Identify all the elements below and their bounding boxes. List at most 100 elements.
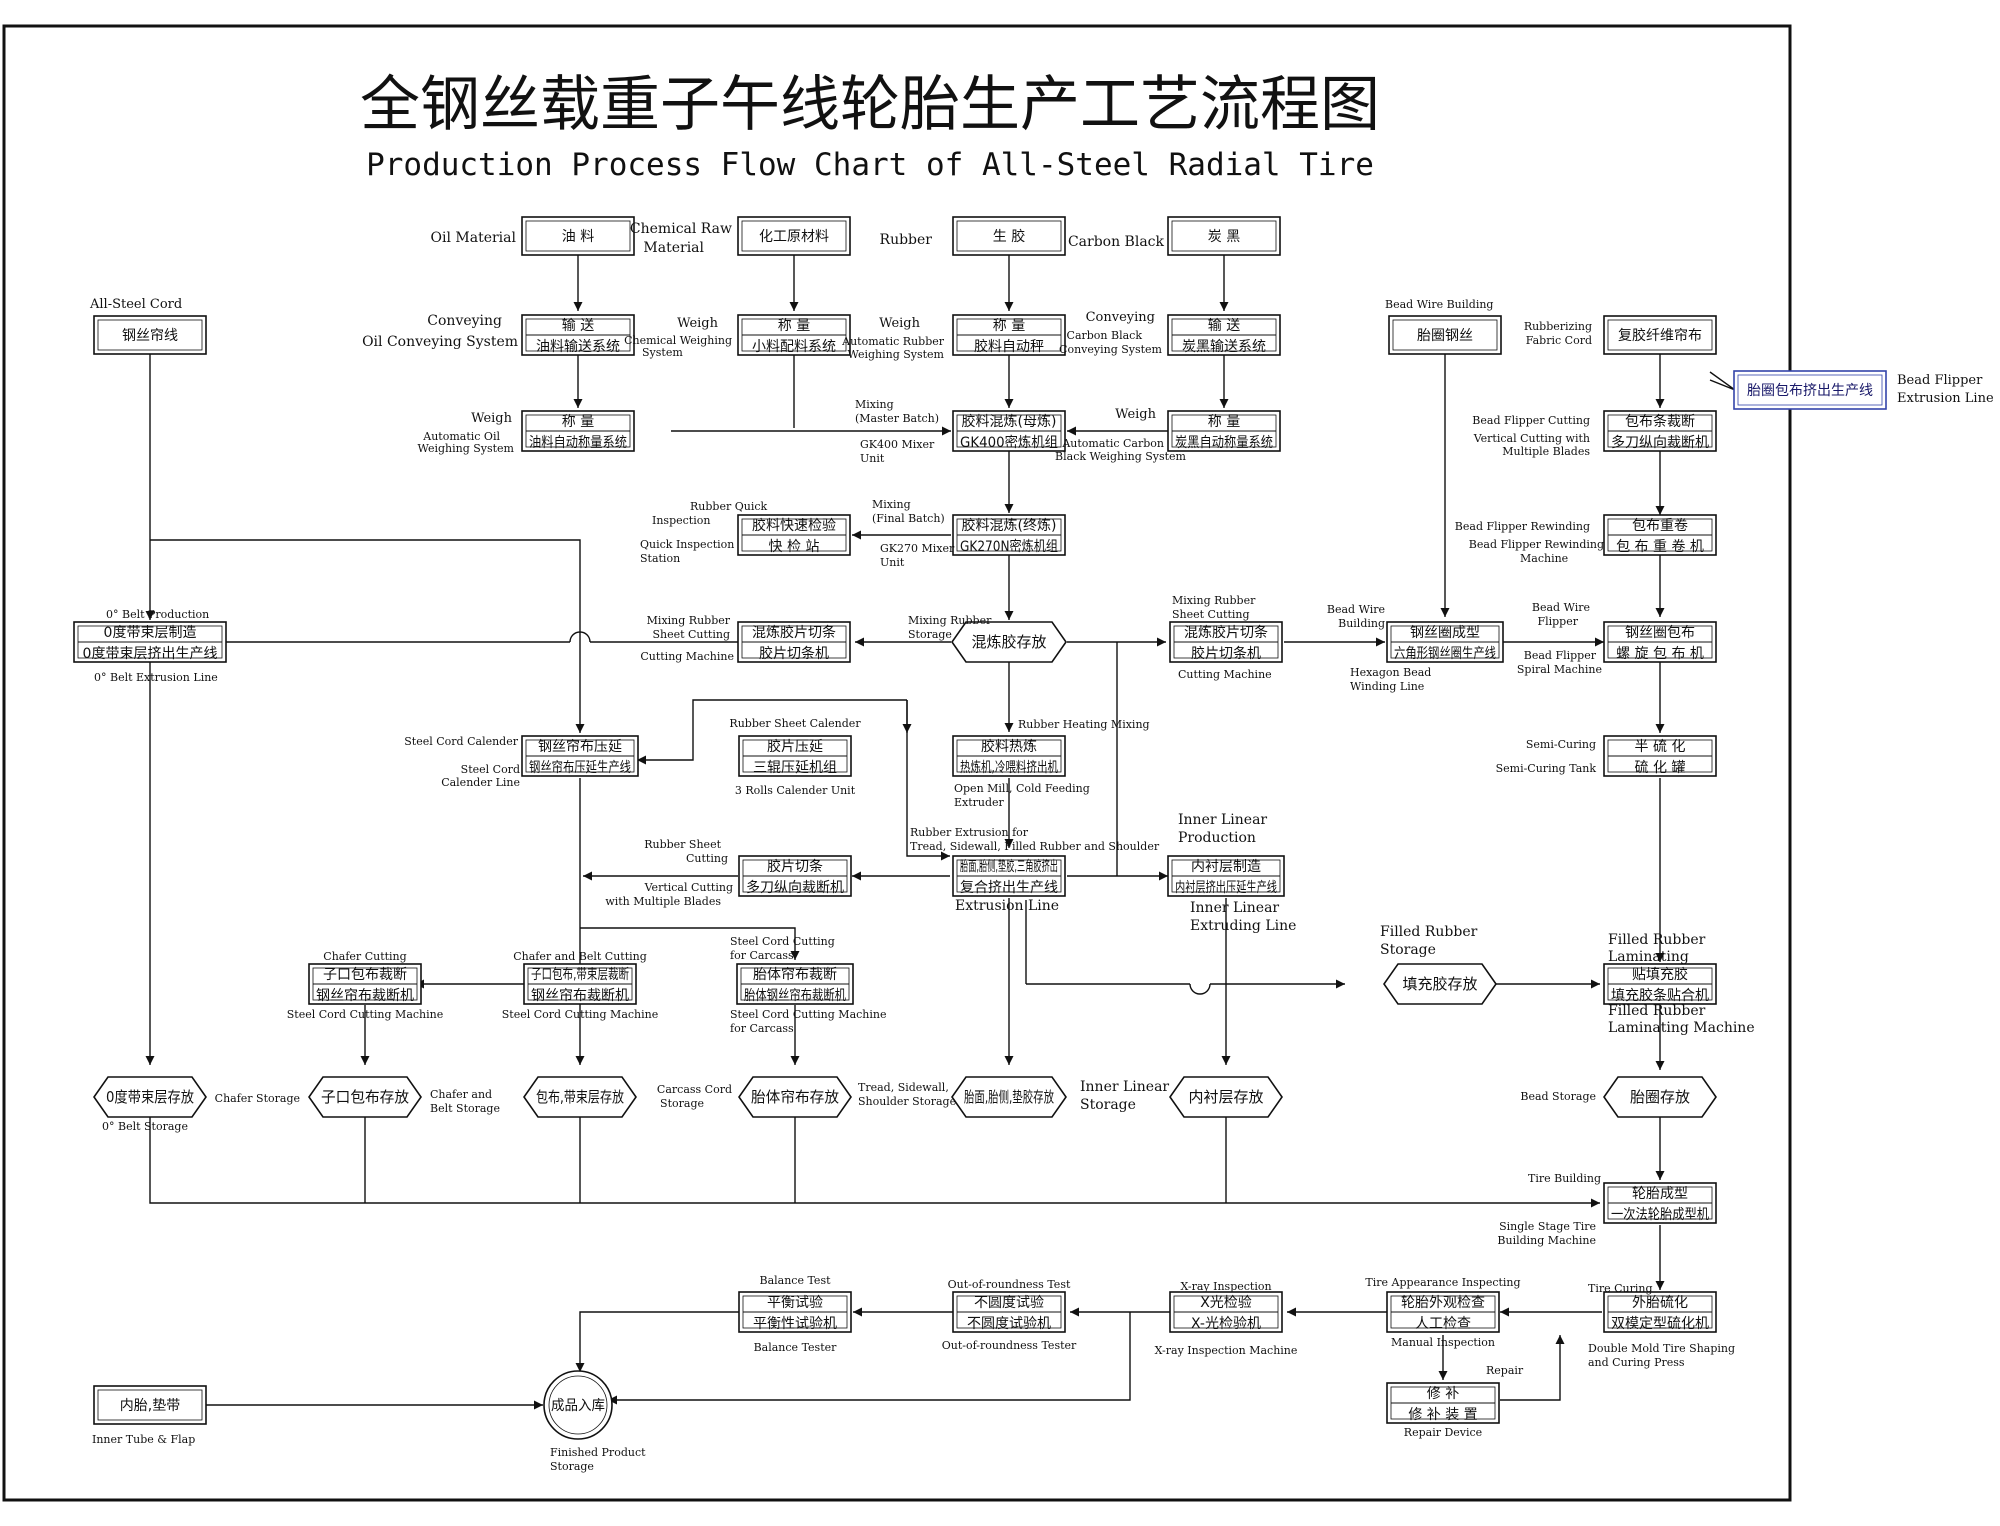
storage-st-belt0: 0度带束层存放 [93,1076,207,1118]
label-quick-insp-label1: Rubber Quick [690,500,767,513]
label-xray-label2: X-ray Inspection Machine [1155,1344,1298,1357]
label-quick-insp-label2: Inspection [652,514,710,527]
node-inner-box [1607,319,1713,351]
node-title: 胎体帘布裁断 [753,967,837,983]
label-heat-mix-label3: Extruder [954,796,1005,809]
label-filled-lam-label3: Filled Rubber [1608,1003,1706,1019]
label-master-mix-label3: GK400 Mixer [860,438,935,451]
label-st-belt0-label: 0° Belt Storage [102,1120,188,1133]
node-equipment: 炭黑输送系统 [1182,339,1266,355]
label-st-belt-label1: Chafer and [430,1088,492,1101]
node-final-mix: 胶料混炼(终炼)GK270N密炼机组 [952,514,1066,556]
node-title: 包布重卷 [1632,518,1688,534]
label-st-chafer-label: Chafer Storage [215,1092,300,1105]
label-curing-label2: Double Mold Tire Shaping [1588,1342,1735,1355]
node-equipment: 包 布 重 卷 机 [1616,539,1704,555]
node-repair: 修 补修 补 装 置 [1386,1382,1500,1424]
storage-mix-storage: 混炼胶存放 [951,621,1067,663]
node-flipper-ext: 胎圈包布挤出生产线 [1733,370,1887,410]
node-title: 钢丝圈包布 [1625,625,1695,641]
node-inner-box [956,220,1062,252]
label-mix-storage-label2: Storage [908,628,952,641]
storage-title: 0度带束层存放 [106,1088,194,1106]
label-flipper-rewind-label2: Bead Flipper Rewinding [1469,538,1604,551]
label-st-tread-label2: Shoulder Storage [858,1095,956,1108]
flow-connectors [145,250,1736,1410]
label-sheet-cut-l-label1: Mixing Rubber [647,614,731,627]
label-st-liner-label2: Storage [1080,1097,1136,1113]
node-title: 胶料混炼(母炼) [962,413,1057,430]
label-cb-weigh-label1: Weigh [1115,407,1156,422]
node-title: 称 量 [562,414,594,430]
storage-st-tread: 胎面,胎侧,垫胶存放 [951,1076,1067,1118]
storage-st-belt: 包布,带束层存放 [523,1076,637,1118]
node-title: 成品入库 [551,1398,605,1414]
label-finished-label1: Finished Product [550,1446,646,1459]
node-equipment: 一次法轮胎成型机 [1611,1207,1709,1223]
node-title: 轮胎成型 [1632,1186,1688,1202]
node-inner-box [1171,220,1277,252]
label-oil-weigh-label1: Weigh [471,411,512,426]
storage-shape [738,1076,852,1118]
label-st-bead-label: Bead Storage [1520,1090,1596,1103]
node-title: 炭 黑 [1208,229,1240,245]
label-xray-label1: X-ray Inspection [1180,1280,1271,1293]
storage-title: 子口包布存放 [321,1088,409,1106]
label-sheet-cut2-label3: Vertical Cutting [644,881,733,894]
node-equipment: 炭黑自动称量系统 [1175,435,1273,451]
node-carbon: 炭 黑 [1167,216,1281,256]
label-flipper-rewind-label3: Machine [1520,552,1568,565]
label-steel-cord-label: All-Steel Cord [89,297,182,312]
node-equipment: 小料配料系统 [752,339,836,355]
label-oil-conv-label2: Oil Conveying System [362,334,518,350]
label-filled-lam-label1: Filled Rubber [1608,932,1706,948]
storage-st-liner: 内衬层存放 [1169,1076,1283,1118]
storage-shape [1603,1076,1717,1118]
node-equipment: 胎体钢丝帘布裁断机 [744,988,846,1004]
node-title: 钢丝帘线 [122,328,178,344]
label-sheet-cut-l-label3: Cutting Machine [640,650,734,663]
label-master-mix-label4: Unit [860,452,885,465]
storage-shape [951,621,1067,663]
node-inner-box [97,1389,203,1421]
label-cb-weigh-label3: Black Weighing System [1055,450,1187,463]
label-bead-flipper-label4: Spiral Machine [1517,663,1602,676]
label-st-carcass-label2: Storage [660,1097,704,1110]
node-bead-wire: 胎圈钢丝 [1388,315,1502,355]
node-equipment: 硫 化 罐 [1635,760,1686,776]
label-rub-weigh-label1: Weigh [879,316,920,331]
node-equipment: 钢丝帘布压延生产线 [529,760,631,776]
label-chem-label2: Material [643,240,704,256]
label-bead-flipper-label3: Bead Flipper [1524,649,1597,662]
node-inner-tube: 内胎,垫带 [93,1385,207,1425]
node-title: 子口包布裁断 [323,967,407,983]
storage-title: 包布,带束层存放 [536,1088,624,1106]
storage-st-bead: 胎圈存放 [1603,1076,1717,1118]
node-equipment: 多刀纵向裁断机 [1611,434,1709,451]
label-flipper-cut-label1: Bead Flipper Cutting [1472,414,1590,427]
label-cord-cal-label2: Steel Cord [461,763,520,776]
node-circle [543,1370,613,1440]
node-title: 胎圈钢丝 [1417,328,1473,344]
label-carcass-cut-label3: Steel Cord Cutting Machine [730,1008,887,1021]
node-inner-circle [548,1375,608,1435]
label-cb-weigh-label2: Automatic Carbon [1061,437,1164,450]
node-equipment: 复合挤出生产线 [960,879,1058,896]
node-inner-box [525,220,631,252]
node-equipment: 双模定型硫化机 [1611,1316,1709,1332]
title-en: Production Process Flow Chart of All-Ste… [366,147,1374,183]
label-finished-label2: Storage [550,1460,594,1473]
node-equipment: 钢丝帘布裁断机 [316,988,414,1004]
storage-st-chafer: 子口包布存放 [308,1076,422,1118]
storage-shape [951,1076,1067,1118]
node-title: 钢丝圈成型 [1410,625,1480,641]
